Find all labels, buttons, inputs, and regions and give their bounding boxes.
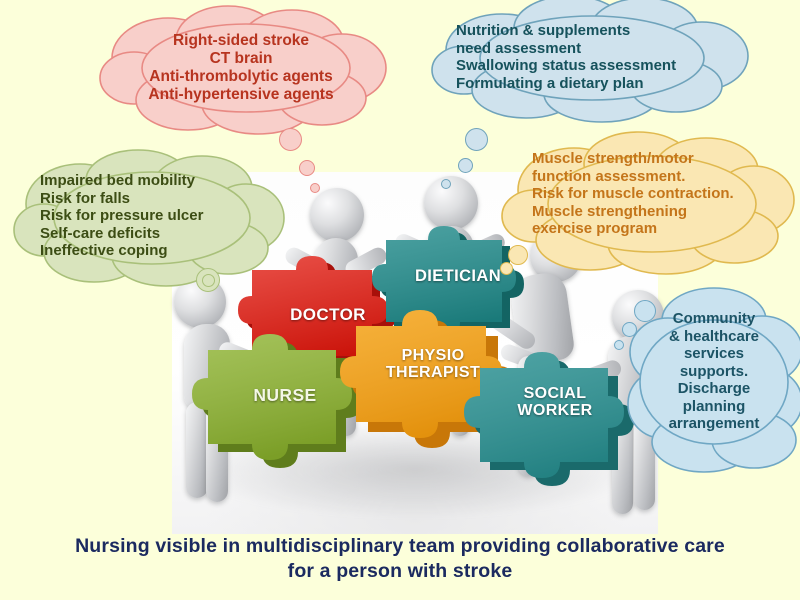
thought-trail-doctor-1 [279,128,302,151]
thought-trail-physio-1 [508,245,528,265]
thought-trail-doctor-2 [299,160,315,176]
thought-cloud-social-worker: Community & healthcare services supports… [627,282,800,473]
thought-cloud-dietician-text: Nutrition & supplements need assessment … [456,22,677,92]
thought-cloud-physiotherapist: Muscle strength/motor function assessmen… [501,131,795,275]
thought-cloud-physiotherapist-text: Muscle strength/motor function assessmen… [532,150,734,238]
thought-trail-dietician-3 [441,179,451,189]
slide-caption-line-2: for a person with stroke [287,559,513,582]
puzzle-piece-nurse[interactable]: NURSE [190,334,380,472]
slide-caption-line-1: Nursing visible in multidisciplinary tea… [75,535,725,557]
thought-cloud-social-worker-text: Community & healthcare services supports… [668,310,760,433]
puzzle-piece-physiotherapist[interactable]: PHYSIO THERAPIST [340,310,526,450]
thought-cloud-doctor-text: Right-sided stroke CT brain Anti-thrombo… [148,32,334,104]
thought-trail-dietician-1 [465,128,488,151]
thought-trail-dietician-2 [458,158,473,173]
thought-cloud-dietician: Nutrition & supplements need assessment … [430,0,750,123]
thought-cloud-nurse: Impaired bed mobility Risk for falls Ris… [13,148,285,288]
thought-cloud-doctor: Right-sided stroke CT brain Anti-thrombo… [96,5,387,135]
puzzle-piece-social-worker[interactable]: SOCIAL WORKER [462,352,648,490]
slide-caption: Nursing visible in multidisciplinary tea… [0,534,800,584]
thought-trail-physio-2 [500,262,513,275]
thought-trail-social-2 [622,322,637,337]
thought-trail-nurse-2 [202,274,215,287]
thought-trail-doctor-3 [310,183,320,193]
thought-cloud-nurse-text: Impaired bed mobility Risk for falls Ris… [40,172,204,260]
thought-trail-social-1 [634,300,656,322]
thought-trail-social-3 [614,340,624,350]
